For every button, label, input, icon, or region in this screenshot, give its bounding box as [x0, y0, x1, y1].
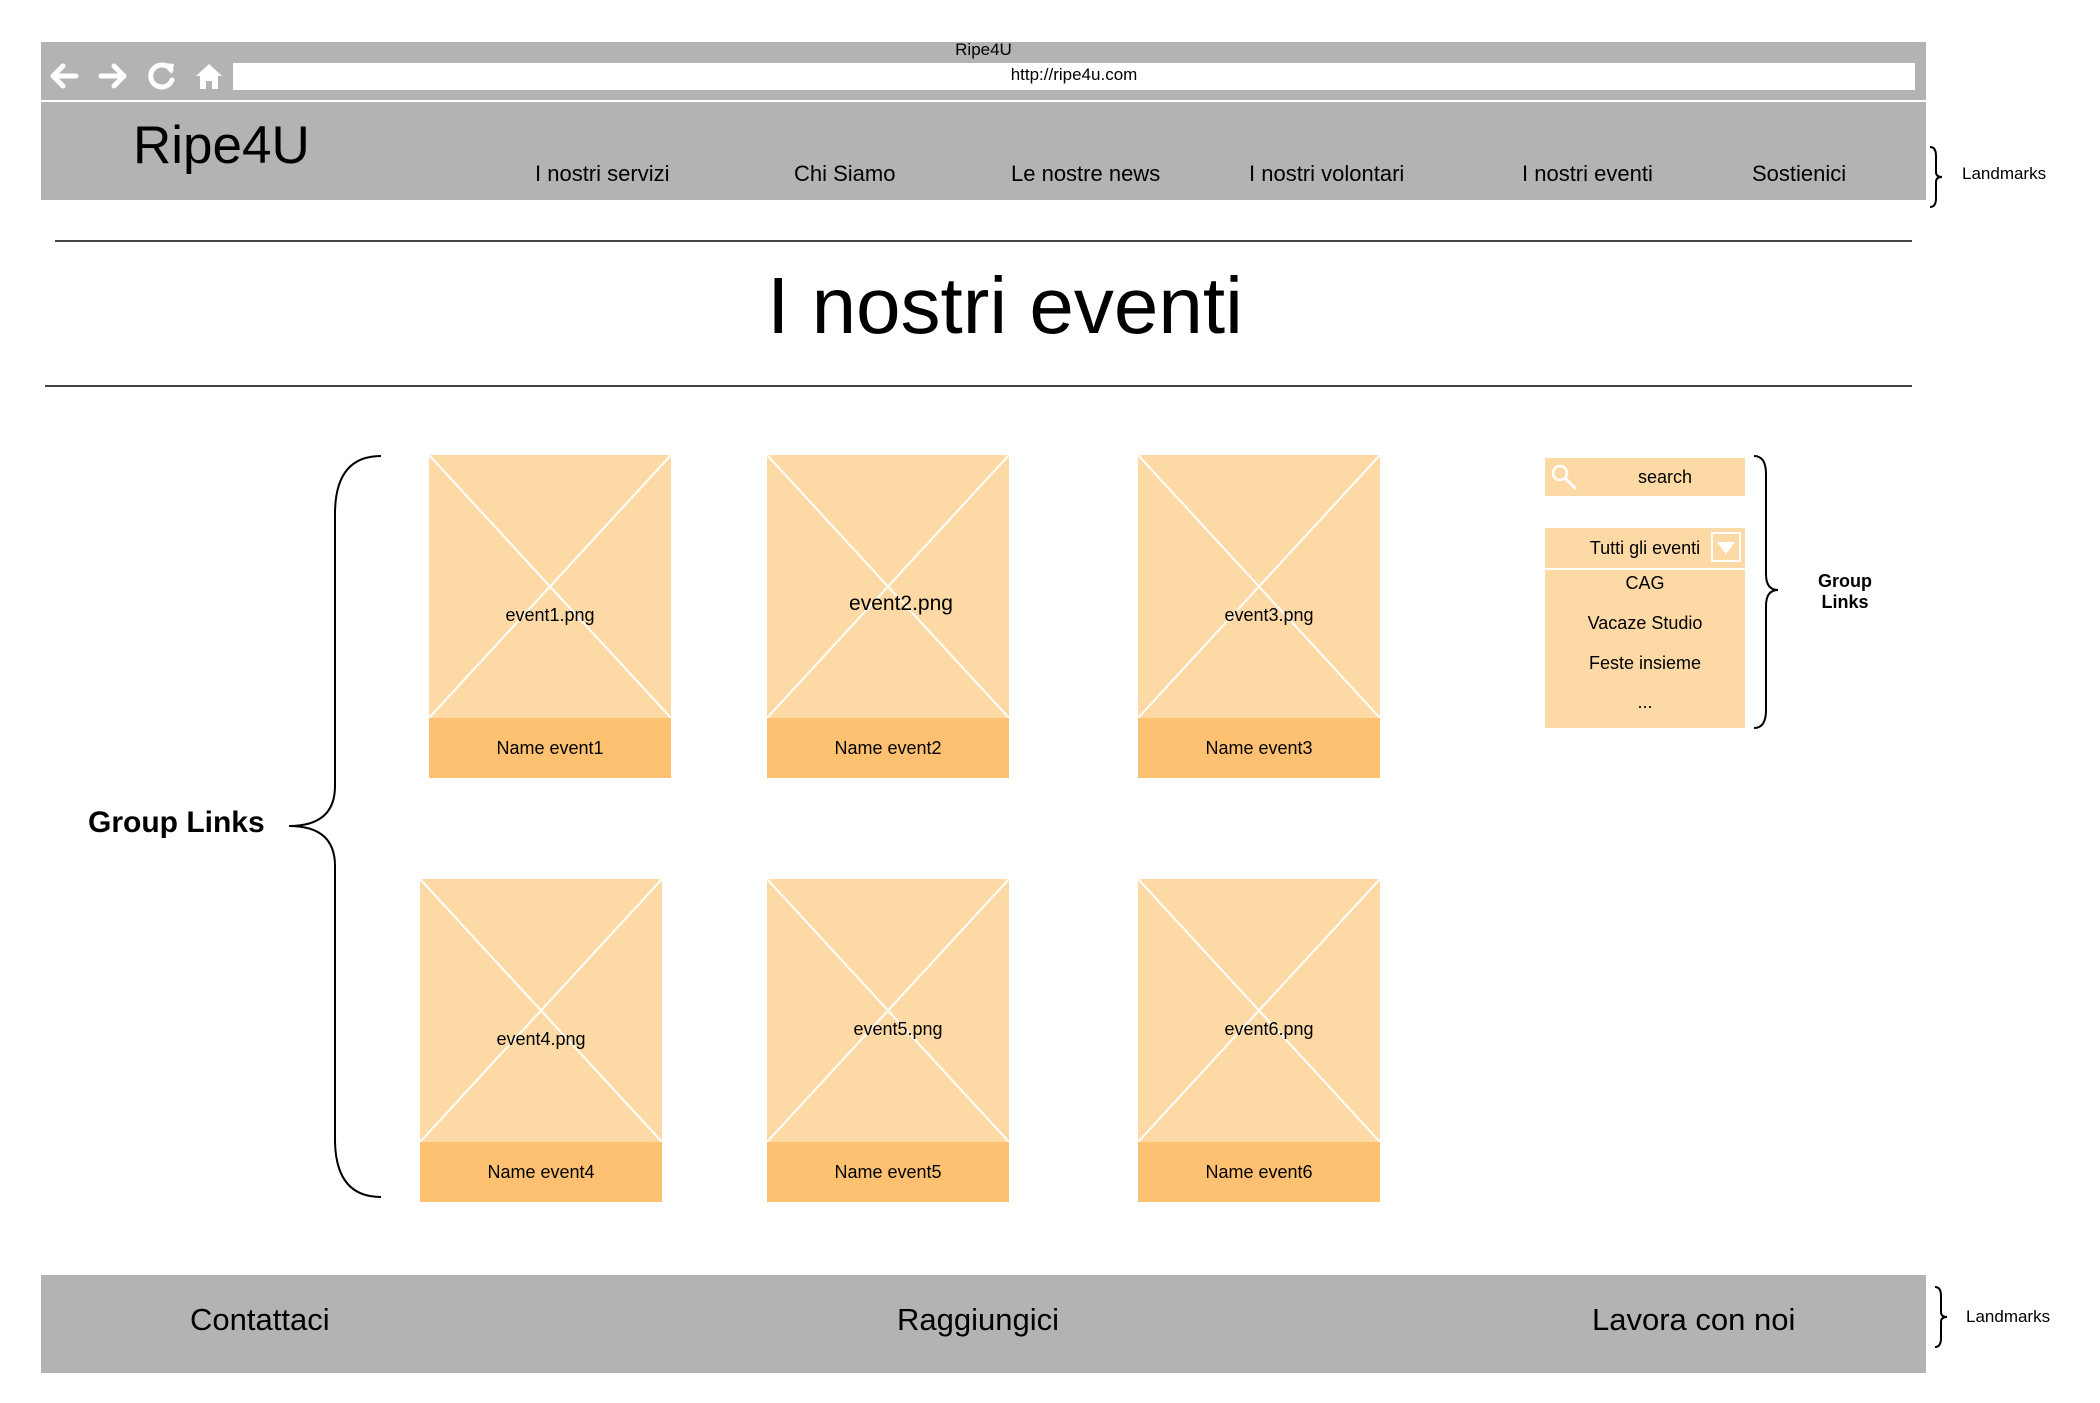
arrow-right-icon[interactable]: [95, 58, 131, 94]
filter-option[interactable]: ...: [1637, 692, 1653, 712]
search-input[interactable]: search: [1545, 458, 1745, 496]
event-image: event6.png: [1138, 879, 1380, 1142]
home-icon[interactable]: [191, 58, 227, 94]
image-placeholder-icon: [767, 879, 1009, 1142]
nav-link-chi-siamo[interactable]: Chi Siamo: [794, 161, 896, 186]
image-placeholder-icon: [767, 455, 1009, 718]
landmarks-label: Landmarks: [1962, 164, 2047, 183]
nav-link-news[interactable]: Le nostre news: [1011, 161, 1161, 186]
footer-link-contattaci[interactable]: Contattaci: [190, 1302, 330, 1337]
event-filter-list: Tutti gli eventi CAG Vacaze Studio Feste…: [1545, 528, 1745, 728]
url-bar[interactable]: http://ripe4u.com: [233, 63, 1915, 90]
nav-link-volontari[interactable]: I nostri volontari: [1249, 161, 1405, 186]
site-logo[interactable]: Ripe4U: [133, 116, 310, 175]
event-image: event1.png: [429, 455, 671, 718]
footer-link-raggiungici[interactable]: Raggiungici: [897, 1302, 1059, 1337]
event-name: Name event3: [1138, 718, 1380, 778]
reload-icon[interactable]: [143, 58, 179, 94]
event-name: Name event1: [429, 718, 671, 778]
arrow-left-icon[interactable]: [46, 58, 82, 94]
event-image-filename: event2.png: [849, 592, 953, 615]
nav-link-eventi[interactable]: I nostri eventi: [1522, 161, 1653, 186]
group-links-label: Group Links: [1805, 571, 1885, 613]
filter-option[interactable]: Feste insieme: [1588, 653, 1702, 673]
brace-icon: [1753, 455, 1779, 729]
event-image-filename: event4.png: [496, 1029, 586, 1049]
filter-selected-value: Tutti gli eventi: [1589, 538, 1701, 558]
event-card[interactable]: event5.png Name event5: [767, 879, 1009, 1202]
event-image: event2.png: [767, 455, 1009, 718]
event-card[interactable]: event3.png Name event3: [1138, 455, 1380, 778]
search-icon: [1551, 464, 1577, 490]
event-image-filename: event5.png: [853, 1019, 943, 1039]
footer-link-lavora[interactable]: Lavora con noi: [1592, 1302, 1796, 1337]
event-card[interactable]: event6.png Name event6: [1138, 879, 1380, 1202]
group-links-label: Group Links: [88, 806, 265, 839]
event-name: Name event5: [767, 1142, 1009, 1202]
event-image-filename: event6.png: [1224, 1019, 1314, 1039]
event-image-filename: event3.png: [1224, 605, 1314, 625]
event-name: Name event2: [767, 718, 1009, 778]
image-placeholder-icon: [1138, 455, 1380, 718]
page-title: I nostri eventi: [767, 261, 1243, 350]
nav-link-sostienici[interactable]: Sostienici: [1752, 161, 1847, 186]
event-name: Name event6: [1138, 1142, 1380, 1202]
event-card[interactable]: event4.png Name event4: [420, 879, 662, 1202]
image-placeholder-icon: [1138, 879, 1380, 1142]
landmarks-label: Landmarks: [1966, 1307, 2051, 1326]
divider: [45, 385, 1912, 387]
group-links-label-line: Group: [1818, 571, 1872, 591]
site-header: [41, 102, 1926, 200]
event-card[interactable]: event2.png Name event2: [767, 455, 1009, 778]
event-name: Name event4: [420, 1142, 662, 1202]
filter-option[interactable]: CAG: [1625, 573, 1665, 593]
search-placeholder: search: [1637, 467, 1693, 487]
event-image-filename: event1.png: [505, 605, 595, 625]
image-placeholder-icon: [420, 879, 662, 1142]
window-title: Ripe4U: [955, 40, 1012, 59]
brace-icon: [288, 455, 382, 1198]
filter-dropdown[interactable]: Tutti gli eventi: [1545, 528, 1745, 570]
site-footer: [41, 1275, 1926, 1373]
image-placeholder-icon: [429, 455, 671, 718]
nav-link-servizi[interactable]: I nostri servizi: [535, 161, 670, 186]
chevron-down-icon[interactable]: [1711, 532, 1741, 562]
filter-option[interactable]: Vacaze Studio: [1587, 613, 1703, 633]
brace-icon: [1934, 1286, 1948, 1348]
group-links-label-line: Links: [1821, 592, 1869, 612]
event-card[interactable]: event1.png Name event1: [429, 455, 671, 778]
event-image: event4.png: [420, 879, 662, 1142]
event-image: event5.png: [767, 879, 1009, 1142]
divider: [55, 240, 1912, 242]
event-image: event3.png: [1138, 455, 1380, 718]
brace-icon: [1929, 146, 1943, 208]
